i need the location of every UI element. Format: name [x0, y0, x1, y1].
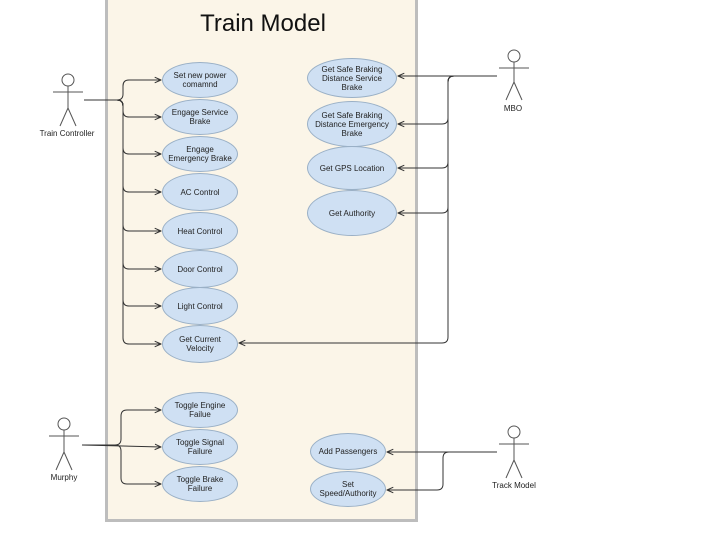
actor-murphy-figure: [49, 417, 79, 471]
system-title: Train Model: [200, 10, 326, 37]
usecase-get-authority[interactable]: Get Authority: [307, 190, 397, 236]
connector-mbo-velocity: [239, 75, 497, 343]
usecase-toggle-brake-failure[interactable]: Toggle Brake Failure: [162, 466, 238, 502]
usecase-add-passengers[interactable]: Add Passengers: [310, 433, 386, 470]
connector-set-speed: [387, 451, 497, 490]
actor-mbo-figure: [499, 49, 529, 101]
usecase-ac-control[interactable]: AC Control: [162, 173, 238, 211]
usecase-get-velocity[interactable]: Get Current Velocity: [162, 325, 238, 363]
actor-train-controller-label: Train Controller: [39, 129, 95, 138]
usecase-set-speed-authority[interactable]: Set Speed/Authority: [310, 471, 386, 507]
usecase-door-control[interactable]: Door Control: [162, 250, 238, 288]
usecase-safe-braking-emergency[interactable]: Get Safe Braking Distance Emergency Brak…: [307, 101, 397, 147]
usecase-heat-control[interactable]: Heat Control: [162, 212, 238, 250]
actor-murphy-label: Murphy: [50, 473, 78, 482]
usecase-emergency-brake[interactable]: Engage Emergency Brake: [162, 136, 238, 172]
usecase-set-power[interactable]: Set new power comamnd: [162, 62, 238, 98]
connector-engine-failure: [82, 410, 161, 446]
usecase-safe-braking-service[interactable]: Get Safe Braking Distance Service Brake: [307, 58, 397, 98]
actor-mbo-label: MBO: [503, 104, 523, 113]
actor-track-model-label: Track Model: [492, 481, 536, 490]
usecase-light-control[interactable]: Light Control: [162, 287, 238, 325]
actor-track-model-figure: [499, 425, 529, 479]
connector-set-power: [84, 80, 161, 101]
connector-get-velocity: [84, 99, 161, 344]
usecase-toggle-signal-failure[interactable]: Toggle Signal Failure: [162, 429, 238, 465]
usecase-service-brake[interactable]: Engage Service Brake: [162, 99, 238, 135]
actor-train-controller-figure: [53, 73, 83, 127]
usecase-gps-location[interactable]: Get GPS Location: [307, 146, 397, 190]
usecase-toggle-engine-failure[interactable]: Toggle Engine Failue: [162, 392, 238, 428]
connector-brake-failure: [82, 444, 161, 484]
